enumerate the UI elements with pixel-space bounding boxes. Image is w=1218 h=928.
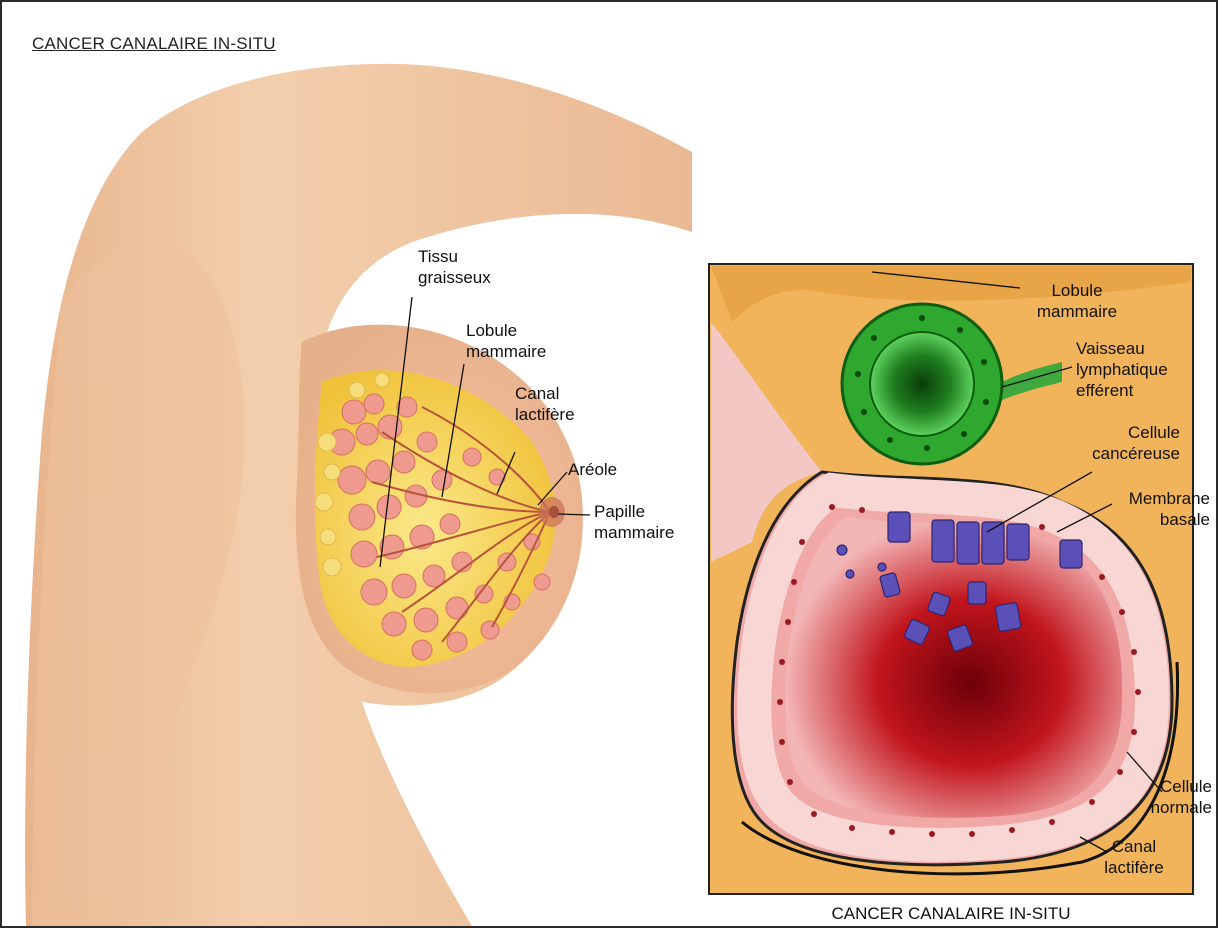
label-papille-mammaire: Papille mammaire [594, 501, 674, 543]
label-areole: Aréole [568, 459, 617, 480]
inset-label-cellule-cancereuse: Cellule cancéreuse [1064, 422, 1180, 464]
inset-label-lobule-mammaire: Lobule mammaire [1022, 280, 1132, 322]
label-canal-lactifere: Canal lactifère [515, 383, 575, 425]
inset-label-canal-lactifere: Canal lactifère [1086, 836, 1182, 878]
inset-caption: CANCER CANALAIRE IN-SITU [710, 904, 1192, 924]
label-lobule-mammaire: Lobule mammaire [466, 320, 546, 362]
inset-label-vaisseau-lymphatique: Vaisseau lymphatique efférent [1076, 338, 1168, 401]
label-tissu-graisseux: Tissu graisseux [418, 246, 491, 288]
page-title: CANCER CANALAIRE IN-SITU [32, 34, 276, 54]
inset-label-cellule-normale: Cellule normale [1132, 776, 1212, 818]
inset-label-membrane-basale: Membrane basale [1092, 488, 1210, 530]
